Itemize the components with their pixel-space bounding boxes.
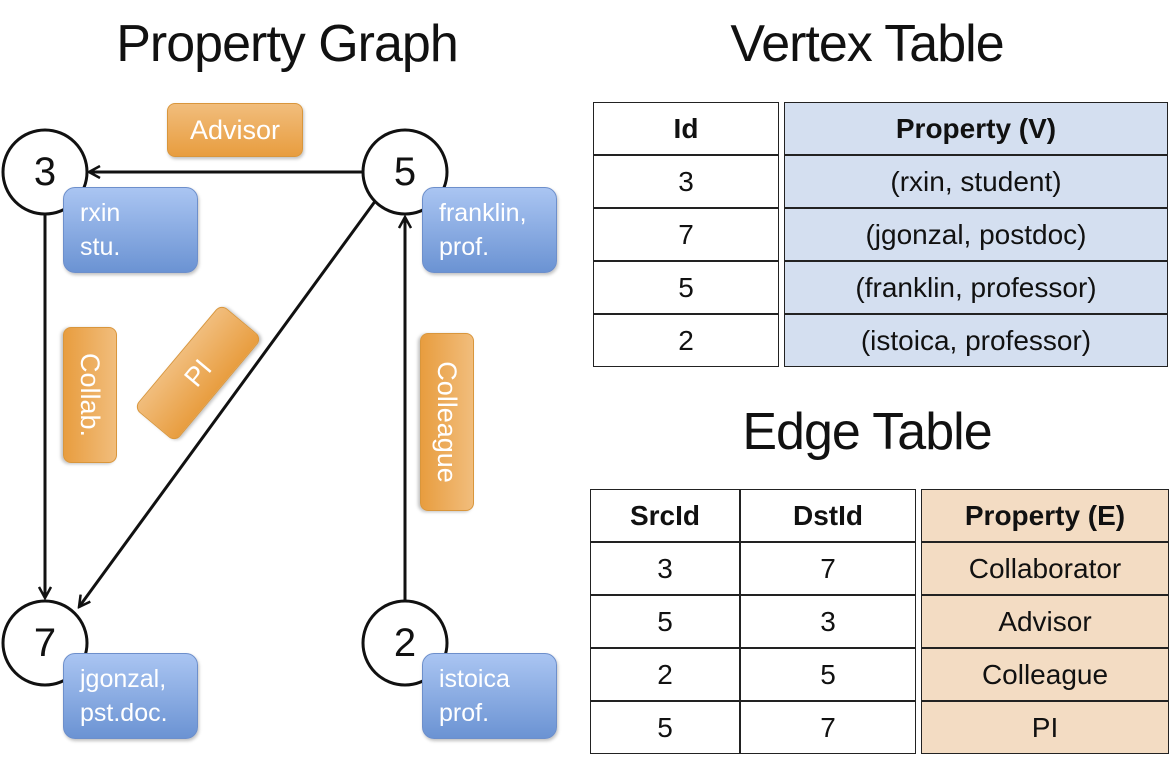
table-cell: PI [921, 701, 1169, 754]
table-cell: 7 [740, 542, 916, 595]
graph-title: Property Graph [116, 15, 459, 73]
column-header: DstId [740, 489, 916, 542]
vertex-id-3: 3 [33, 150, 57, 194]
vertex-property-box-7: jgonzal, pst.doc. [63, 653, 198, 739]
edge-label-advisor: Advisor [167, 103, 303, 157]
table-cell: 5 [740, 648, 916, 701]
table-cell: 7 [593, 208, 779, 261]
vertex-property-line: jgonzal, [80, 665, 167, 693]
vertex-property-line: prof. [439, 699, 490, 727]
column-header: SrcId [590, 489, 740, 542]
vertex-property-box-5: franklin, prof. [422, 187, 557, 273]
table-cell: (jgonzal, postdoc) [784, 208, 1168, 261]
column-header: Property (E) [921, 489, 1169, 542]
table-cell: 5 [593, 261, 779, 314]
table-cell: Advisor [921, 595, 1169, 648]
vertex-id-7: 7 [33, 621, 57, 665]
table-cell: 3 [593, 155, 779, 208]
vertex-property-line: stu. [80, 233, 121, 261]
column-header: Id [593, 102, 779, 155]
edge-arrow-5-7 [79, 199, 378, 607]
table-cell: 5 [590, 595, 740, 648]
vertex-id-5: 5 [393, 150, 417, 194]
vertex-property-line: istoica [439, 665, 510, 693]
table-cell: (rxin, student) [784, 155, 1168, 208]
table-row: 3(rxin, student) [593, 155, 1168, 208]
table-row: 7(jgonzal, postdoc) [593, 208, 1168, 261]
table-cell: 3 [590, 542, 740, 595]
table-cell: (franklin, professor) [784, 261, 1168, 314]
vertex-property-line: rxin [80, 199, 121, 227]
edge-label-collab: Collab. [63, 327, 117, 463]
table-cell: 2 [590, 648, 740, 701]
vertex-property-line: pst.doc. [80, 699, 168, 727]
edge-label-colleague: Colleague [420, 333, 474, 511]
table-cell: 2 [593, 314, 779, 367]
table-cell: (istoica, professor) [784, 314, 1168, 367]
table-cell: Colleague [921, 648, 1169, 701]
table-row: 2(istoica, professor) [593, 314, 1168, 367]
column-header: Property (V) [784, 102, 1168, 155]
table-row: 5(franklin, professor) [593, 261, 1168, 314]
vertex-property-line: franklin, [439, 199, 527, 227]
vertex-id-2: 2 [393, 621, 417, 665]
vertex-property-box-2: istoica prof. [422, 653, 557, 739]
table-cell: 5 [590, 701, 740, 754]
vertex-property-box-3: rxin stu. [63, 187, 198, 273]
table-cell: 7 [740, 701, 916, 754]
table-cell: 3 [740, 595, 916, 648]
edge-table-title: Edge Table [742, 403, 992, 461]
vertex-property-line: prof. [439, 233, 490, 261]
table-cell: Collaborator [921, 542, 1169, 595]
vertex-table-title: Vertex Table [730, 15, 1004, 73]
